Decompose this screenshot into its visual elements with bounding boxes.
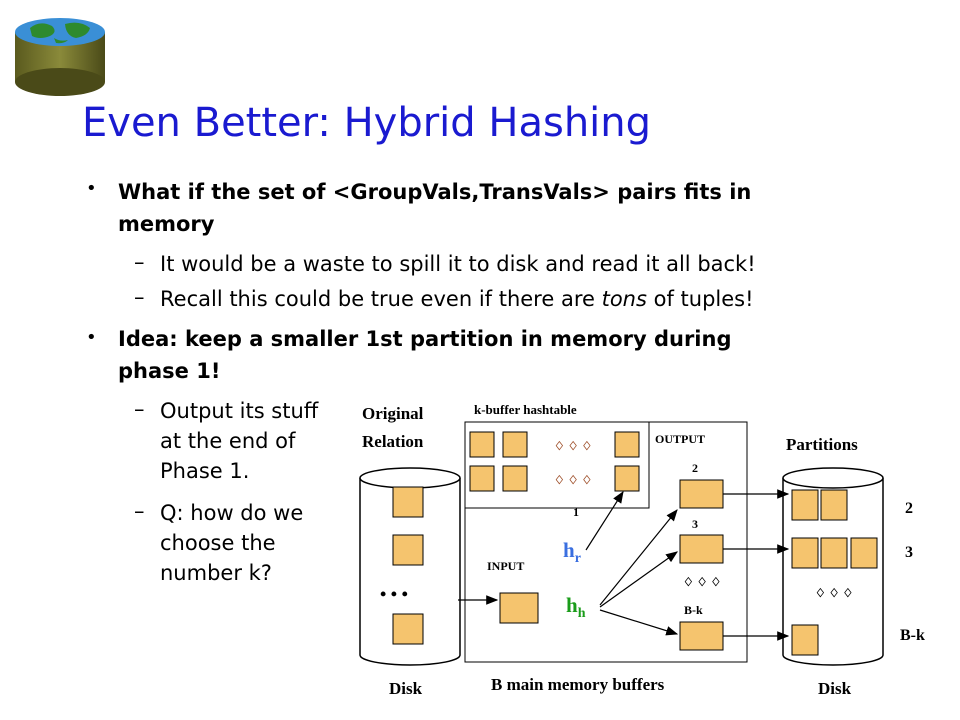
bullet-1-line2: memory [118, 212, 215, 236]
sub-line: Output its stuff [160, 399, 319, 423]
partition-buffer [791, 489, 819, 521]
bullet-dot: • [86, 327, 97, 348]
partition-dots: ♢ ♢ ♢ [815, 586, 853, 600]
sub-bullet-recall: Recall this could be true even if there … [160, 284, 754, 314]
output-num-3: 3 [692, 517, 698, 531]
sub-line: choose the [160, 531, 276, 555]
hh-sub: h [578, 606, 586, 621]
original-relation-label-2: Relation [362, 432, 424, 451]
sub-line: Phase 1. [160, 459, 250, 483]
partition-buffer [850, 537, 878, 569]
output-num-1: 1 [573, 505, 579, 519]
sub-line: Q: how do we [160, 501, 304, 525]
hr-label: hr [563, 538, 581, 566]
sub-bullet-recall-post: of tuples! [646, 287, 754, 311]
output-buffer-2 [679, 479, 724, 509]
arrow-hr-to-hashtable [585, 490, 624, 551]
output-num-bk: B-k [684, 603, 703, 617]
buffers-label: B main memory buffers [491, 675, 665, 694]
sub-line: at the end of [160, 429, 296, 453]
input-label: INPUT [487, 559, 524, 573]
left-disk-cylinder [359, 467, 461, 666]
dash-marker: – [134, 285, 145, 309]
sub-bullet-question: Q: how do we choose the number k? [160, 498, 303, 588]
bullet-2-text: Idea: keep a smaller 1st partition in me… [118, 323, 858, 387]
partition-buffer [820, 489, 848, 521]
hashtable-buffer [614, 465, 640, 492]
output-buffer-3 [679, 534, 724, 564]
bullet-2-line2: phase 1! [118, 359, 221, 383]
page-title: Even Better: Hybrid Hashing [82, 100, 652, 146]
input-buffer [499, 592, 539, 624]
left-disk-label: Disk [389, 679, 423, 698]
left-disk-buffer [392, 486, 424, 518]
hashtable-buffer [502, 431, 528, 458]
partition-buffer [791, 624, 819, 656]
dash-marker: – [134, 397, 145, 421]
arrow-hh-to-bk [599, 609, 679, 636]
hashtable-dots-top: ♢ ♢ ♢ [554, 439, 592, 453]
hh-main: h [566, 593, 578, 617]
hr-main: h [563, 538, 575, 562]
left-disk-buffer [392, 534, 424, 566]
globe-logo-icon [10, 10, 110, 98]
hashtable-dots-bottom: ♢ ♢ ♢ [554, 473, 592, 487]
partition-buffer [820, 537, 848, 569]
partition-buffer [791, 537, 819, 569]
sub-bullet-recall-em: tons [601, 287, 647, 311]
right-disk-label: Disk [818, 679, 852, 698]
arrow-hh-to-3 [599, 551, 678, 608]
partitions-label: Partitions [786, 435, 858, 454]
bullet-2-line1: Idea: keep a smaller 1st partition in me… [118, 327, 732, 351]
partition-num-2: 2 [905, 500, 913, 517]
output-buffer-bk [679, 621, 724, 651]
partition-num-bk: B-k [900, 627, 925, 644]
hashtable-buffer [469, 431, 495, 458]
hashtable-buffer [502, 465, 528, 492]
left-disk-ellipsis: • • • [380, 584, 408, 604]
dash-marker: – [134, 499, 145, 523]
sub-line: number k? [160, 561, 272, 585]
dash-marker: – [134, 250, 145, 274]
bullet-1-text: What if the set of <GroupVals,TransVals>… [118, 176, 858, 240]
hr-sub: r [575, 551, 581, 566]
original-relation-label-1: Original [362, 404, 424, 423]
output-dots: ♢ ♢ ♢ [683, 575, 721, 589]
arrow-hh-to-2 [599, 509, 678, 606]
output-label: OUTPUT [655, 432, 705, 446]
left-disk-buffer [392, 613, 424, 645]
sub-bullet-waste: It would be a waste to spill it to disk … [160, 252, 756, 276]
hh-label: hh [566, 593, 586, 621]
output-num-2: 2 [692, 461, 698, 475]
hashtable-buffer [469, 465, 495, 492]
kbuffer-label: k-buffer hashtable [474, 402, 577, 417]
sub-bullet-output: Output its stuff at the end of Phase 1. [160, 396, 318, 486]
bullet-dot: • [86, 178, 97, 199]
bullet-1-line1: What if the set of <GroupVals,TransVals>… [118, 180, 752, 204]
partition-num-3: 3 [905, 544, 913, 561]
hashtable-buffer [614, 431, 640, 458]
sub-bullet-recall-pre: Recall this could be true even if there … [160, 287, 602, 311]
right-disk-cylinder [782, 467, 884, 666]
